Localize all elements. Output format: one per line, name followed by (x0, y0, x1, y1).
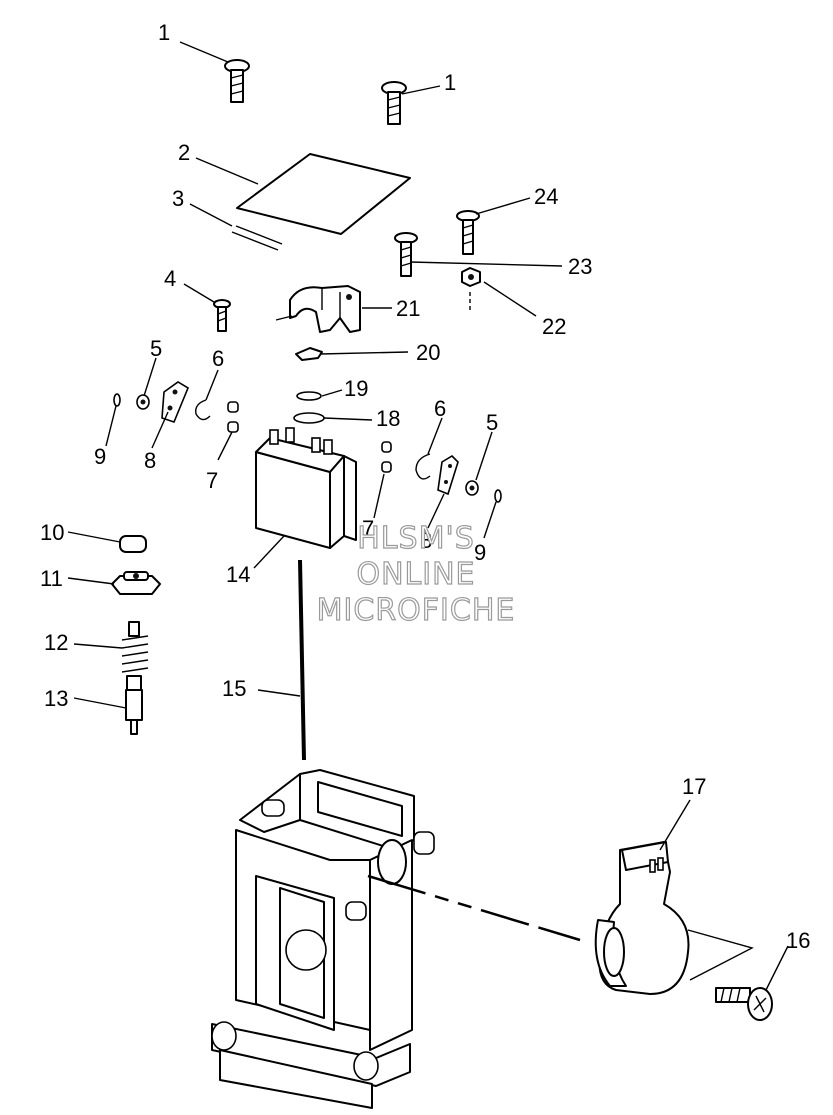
callout-number: 14 (226, 562, 250, 587)
callout-number: 8 (144, 448, 156, 473)
parts-left-cluster (113, 381, 239, 433)
rod-part-15 (298, 559, 306, 761)
ring-part-18 (293, 412, 325, 424)
callout-number: 2 (178, 140, 190, 165)
callout-number: 13 (44, 686, 68, 711)
callout-number: 4 (164, 266, 176, 291)
callout-number: 17 (682, 774, 706, 799)
callout-number: 8 (420, 528, 432, 553)
callout-number: 22 (542, 314, 566, 339)
callout-number: 7 (206, 468, 218, 493)
carburetor-body (211, 769, 435, 1109)
gasket-part-3 (231, 225, 283, 251)
callout-number: 21 (396, 296, 420, 321)
callout-number: 9 (94, 444, 106, 469)
cap-part-11 (111, 571, 161, 595)
alignment-line (367, 874, 581, 942)
spring-part-12 (121, 621, 149, 673)
callout-number: 6 (212, 346, 224, 371)
callout-number: 15 (222, 676, 246, 701)
callout-number: 11 (40, 566, 63, 591)
watermark: HLSM'S ONLINE MICROFICHE (316, 520, 516, 628)
callout-numbers: 1 1 2 3 24 23 4 21 22 20 5 6 19 18 6 5 9… (40, 20, 810, 953)
callout-number: 5 (150, 336, 162, 361)
callout-number: 9 (474, 540, 486, 565)
screw-part-16 (715, 987, 773, 1021)
callout-number: 24 (534, 184, 558, 209)
callout-number: 19 (344, 376, 368, 401)
screw-part-24 (456, 210, 480, 255)
ring-part-19 (296, 391, 322, 401)
nut-part-22 (461, 267, 481, 312)
watermark-line: HLSM'S (357, 521, 475, 556)
slide-part-14 (255, 427, 357, 549)
callout-number: 10 (40, 520, 64, 545)
callout-number: 6 (434, 396, 446, 421)
needle-part-13 (125, 675, 143, 735)
bracket-part-21 (275, 285, 361, 333)
callout-number: 16 (786, 928, 810, 953)
clip-part-20 (295, 347, 323, 361)
watermark-line: ONLINE (356, 557, 475, 592)
callout-number: 23 (568, 254, 592, 279)
callout-number: 1 (158, 20, 170, 45)
screw-part-1-left (224, 59, 250, 103)
leader-lines (67, 41, 789, 991)
parts-right-cluster (381, 441, 502, 503)
callout-number: 1 (444, 70, 456, 95)
callout-number: 7 (362, 516, 374, 541)
watermark-line: MICROFICHE (317, 593, 516, 628)
cover-plate-part-2 (236, 153, 411, 235)
screw-part-1-right (381, 81, 407, 125)
housing-part-17 (594, 841, 754, 995)
callout-number: 5 (486, 410, 498, 435)
washer-part-10 (119, 535, 147, 553)
callout-number: 18 (376, 406, 400, 431)
screw-part-23 (394, 232, 418, 277)
callout-number: 12 (44, 630, 68, 655)
callout-number: 3 (172, 186, 184, 211)
callout-number: 20 (416, 340, 440, 365)
screw-part-4 (213, 299, 231, 332)
